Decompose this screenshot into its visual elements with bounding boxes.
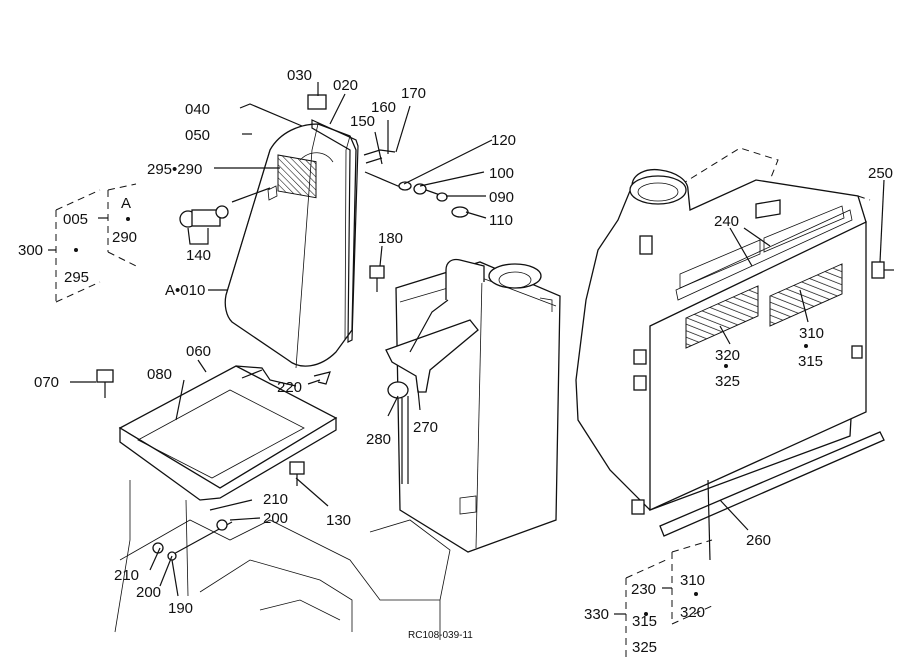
label-295: 295 bbox=[64, 269, 89, 286]
label-070: 070 bbox=[34, 374, 59, 391]
label-310-lower: 310 bbox=[680, 572, 705, 589]
leader-lines bbox=[70, 82, 885, 597]
label-180: 180 bbox=[378, 230, 403, 247]
label-020: 020 bbox=[333, 77, 358, 94]
label-150: 150 bbox=[350, 113, 375, 130]
bolt-130 bbox=[289, 461, 305, 486]
label-050: 050 bbox=[185, 127, 210, 144]
label-A: A bbox=[121, 195, 131, 212]
label-120: 120 bbox=[491, 132, 516, 149]
label-315: 315 bbox=[798, 353, 823, 370]
bolt-180 bbox=[369, 265, 385, 292]
label-240: 240 bbox=[714, 213, 739, 230]
grouping-brackets bbox=[48, 183, 713, 660]
label-110: 110 bbox=[489, 212, 513, 229]
fuel-tank-assembly bbox=[224, 94, 359, 369]
fuel-cock bbox=[179, 205, 229, 228]
label-230: 230 bbox=[631, 581, 656, 598]
label-220: 220 bbox=[277, 379, 302, 396]
label-190: 190 bbox=[168, 600, 193, 617]
label-130: 130 bbox=[326, 512, 351, 529]
label-080: 080 bbox=[147, 366, 172, 383]
label-005: 005 bbox=[63, 211, 88, 228]
label-260: 260 bbox=[746, 532, 771, 549]
label-300: 300 bbox=[18, 242, 43, 259]
bracket-270 bbox=[385, 299, 479, 484]
bullet-dots bbox=[74, 217, 808, 616]
hose-fittings bbox=[363, 149, 469, 218]
label-320-lower: 320 bbox=[680, 604, 705, 621]
part-labels: 030 020 040 050 160 170 150 120 100 090 … bbox=[18, 67, 893, 656]
label-315-lower: 315 bbox=[632, 613, 657, 630]
label-320: 320 bbox=[715, 347, 740, 364]
bolt-070 bbox=[96, 369, 114, 398]
label-295-290: 295•290 bbox=[147, 161, 202, 178]
label-040: 040 bbox=[185, 101, 210, 118]
label-325: 325 bbox=[715, 373, 740, 390]
label-210-upper: 210 bbox=[263, 491, 288, 508]
label-100: 100 bbox=[489, 165, 514, 182]
label-030: 030 bbox=[287, 67, 312, 84]
hydraulic-tank bbox=[395, 258, 561, 553]
label-210-lower: 210 bbox=[114, 567, 139, 584]
label-250: 250 bbox=[868, 165, 893, 182]
label-200-lower: 200 bbox=[136, 584, 161, 601]
label-140: 140 bbox=[186, 247, 211, 264]
tank-bracket bbox=[118, 365, 338, 501]
label-160: 160 bbox=[371, 99, 396, 116]
label-330: 330 bbox=[584, 606, 609, 623]
label-290: 290 bbox=[112, 229, 137, 246]
label-310: 310 bbox=[799, 325, 824, 342]
label-270: 270 bbox=[413, 419, 438, 436]
label-A010: A•010 bbox=[165, 282, 205, 299]
frame-outline bbox=[114, 480, 451, 640]
figure-code: RC108-039-11 bbox=[408, 630, 473, 641]
label-200-upper: 200 bbox=[263, 510, 288, 527]
label-090: 090 bbox=[489, 189, 514, 206]
side-panel-260 bbox=[631, 205, 885, 537]
bolt-250 bbox=[871, 261, 894, 279]
label-325-lower: 325 bbox=[632, 639, 657, 656]
label-170: 170 bbox=[401, 85, 426, 102]
label-060: 060 bbox=[186, 343, 211, 360]
rod-190 bbox=[152, 519, 233, 561]
label-280: 280 bbox=[366, 431, 391, 448]
